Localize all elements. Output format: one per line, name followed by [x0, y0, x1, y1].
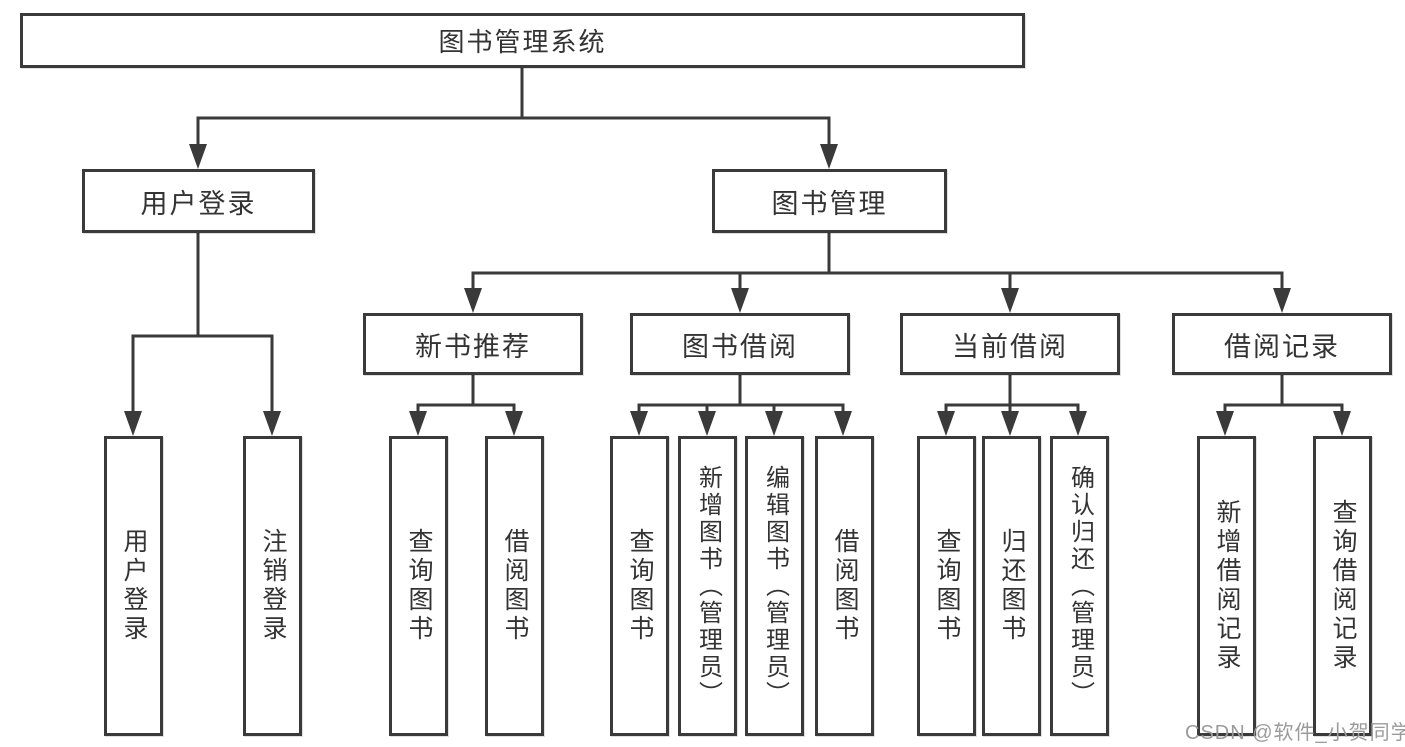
leaf-label: 查询图书: [626, 528, 654, 644]
leaf-label: 借阅图书: [831, 528, 859, 644]
node-label: 图书管理系统: [438, 27, 607, 57]
node-label: 当前借阅: [952, 331, 1068, 362]
leaf-label: 确认归还（管理员）: [1066, 464, 1094, 708]
node-user-login: 用户登录: [82, 169, 315, 233]
leaf-label: 新增图书（管理员）: [694, 464, 722, 708]
leaf-label: 查询图书: [933, 528, 961, 644]
leaf-borrow-books-recommend: 借阅图书: [485, 436, 544, 736]
leaf-label: 查询图书: [405, 528, 433, 644]
leaf-return-books: 归还图书: [982, 436, 1041, 736]
node-label: 用户登录: [140, 188, 257, 219]
csdn-watermark: CSDN @软件_小贺同学: [1185, 722, 1405, 744]
node-label: 新书推荐: [415, 331, 531, 362]
leaf-confirm-return-admin: 确认归还（管理员）: [1050, 436, 1109, 736]
leaf-label: 注销登录: [259, 528, 287, 644]
leaf-label: 归还图书: [998, 528, 1026, 644]
node-new-book-recommend: 新书推荐: [363, 313, 583, 375]
node-borrow-records: 借阅记录: [1172, 313, 1392, 375]
node-current-borrow: 当前借阅: [900, 313, 1120, 375]
leaf-label: 用户登录: [120, 528, 148, 644]
leaf-add-borrow-record: 新增借阅记录: [1197, 436, 1256, 736]
leaf-borrow-books: 借阅图书: [815, 436, 874, 736]
node-label: 图书借阅: [682, 331, 798, 362]
node-library-system: 图书管理系统: [20, 13, 1025, 68]
leaf-user-login: 用户登录: [104, 436, 163, 736]
node-book-management: 图书管理: [712, 169, 947, 233]
leaf-label: 查询借阅记录: [1329, 499, 1357, 673]
leaf-query-books-recommend: 查询图书: [389, 436, 448, 736]
leaf-label: 借阅图书: [501, 528, 529, 644]
leaf-add-books-admin: 新增图书（管理员）: [678, 436, 737, 736]
node-label: 图书管理: [771, 188, 888, 219]
leaf-query-books-borrow: 查询图书: [610, 436, 669, 736]
leaf-query-borrow-record: 查询借阅记录: [1313, 436, 1372, 736]
leaf-label: 编辑图书（管理员）: [761, 464, 789, 708]
leaf-edit-books-admin: 编辑图书（管理员）: [745, 436, 804, 736]
node-book-borrow: 图书借阅: [630, 313, 850, 375]
leaf-query-books-current: 查询图书: [917, 436, 976, 736]
node-label: 借阅记录: [1224, 331, 1340, 362]
leaf-logout: 注销登录: [243, 436, 302, 736]
leaf-label: 新增借阅记录: [1213, 499, 1241, 673]
